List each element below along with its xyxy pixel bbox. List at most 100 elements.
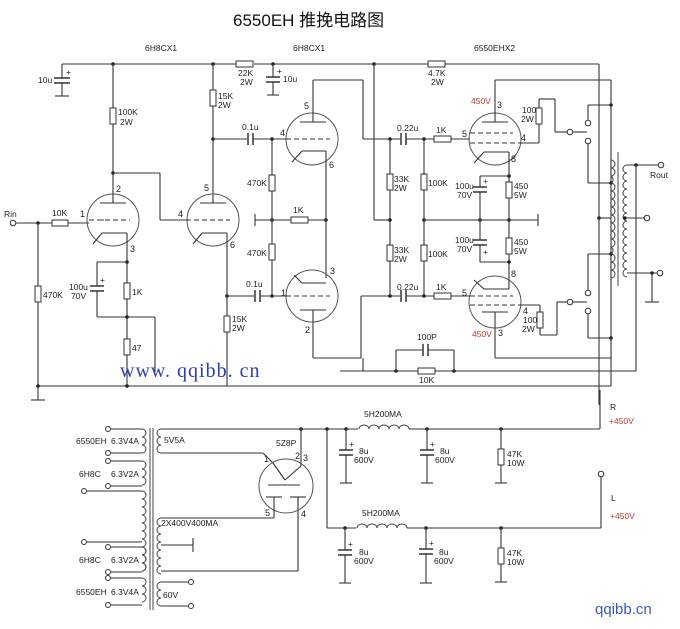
component-label: 6 <box>329 160 334 170</box>
component-label: 5 <box>462 129 467 139</box>
watermark-corner: qqibb.cn <box>595 601 652 618</box>
component-label: 100 <box>523 315 537 325</box>
component-label: 450 <box>514 181 528 191</box>
resistor-4k7: 4.7K 2W <box>427 60 446 87</box>
tube-label-output: 6550EHX2 <box>474 43 515 53</box>
svg-text:+: + <box>66 67 71 77</box>
component-label: 6H8C <box>79 555 101 565</box>
component-label: 8u <box>359 547 369 557</box>
component-label: 6.3V2A <box>111 469 139 479</box>
component-label: 5H200MA <box>364 409 402 419</box>
component-label: 4 <box>523 306 528 316</box>
component-label: 6.3V4A <box>111 587 139 597</box>
component-label: 5 <box>265 508 270 518</box>
component-label: 0.1u <box>242 122 259 132</box>
component-label: 5 <box>204 183 209 193</box>
component-label: 6H8C <box>79 469 101 479</box>
component-label: 3 <box>330 266 335 276</box>
component-label: 100u <box>455 181 474 191</box>
component-label: 5V5A <box>164 435 185 445</box>
component-label: 10u <box>283 74 297 84</box>
component-label: 33K <box>394 174 409 184</box>
component-label: 2W <box>240 77 253 87</box>
component-label: 8 <box>511 269 516 279</box>
capacitor-10u-left: + 10u <box>38 64 71 97</box>
component-label: 600V <box>354 455 374 465</box>
component-label: 5W <box>514 246 527 256</box>
component-label: 10W <box>507 458 524 468</box>
component-label: 100K <box>118 107 138 117</box>
component-label: 1 <box>281 288 286 298</box>
component-label: 4.7K <box>428 68 446 78</box>
component-label: 6.3V4A <box>111 436 139 446</box>
component-label: 450V <box>471 96 491 106</box>
component-label: 470K <box>247 248 267 258</box>
component-label: 5 <box>304 101 309 111</box>
component-label: 1 <box>264 454 269 464</box>
component-label: 8u <box>439 547 449 557</box>
component-label: 10W <box>507 557 524 567</box>
tube-label-stage2: 6H8CX1 <box>293 43 325 53</box>
component-label: 8u <box>359 446 369 456</box>
resistor-15k-top: 15K 2W <box>209 64 233 203</box>
component-label: R <box>610 402 616 412</box>
component-label: 2 <box>116 184 121 194</box>
component-label: 600V <box>435 455 455 465</box>
tube-v1a: 2 1 3 <box>80 173 140 262</box>
component-label: Rin <box>4 209 17 219</box>
component-label: 5Z8P <box>276 438 297 448</box>
component-label: 470K <box>43 290 63 300</box>
component-label: 47 <box>132 343 142 353</box>
component-label: L <box>611 493 616 503</box>
bplus-rail <box>62 62 600 405</box>
component-label: 4 <box>521 133 526 143</box>
tube-v2a: 5 4 6 <box>280 79 364 278</box>
component-label: 5H200MA <box>362 508 400 518</box>
svg-text:+: + <box>277 66 282 76</box>
component-label: 1K <box>132 287 143 297</box>
component-label: 15K <box>232 314 247 324</box>
component-label: 5 <box>462 288 467 298</box>
ground-bus <box>36 384 227 388</box>
component-label: 1 <box>80 209 85 219</box>
power-transformer: 6550EH 6.3V4A 6H8C 6.3V2A 6H8C 6.3V2A 65… <box>76 426 330 610</box>
feedback-network: 100P 10K <box>362 332 456 385</box>
capacitor-01u-top: 0.1u <box>213 122 286 145</box>
component-label: 4 <box>301 509 306 519</box>
component-label: 2W <box>394 183 407 193</box>
component-label: 8 <box>511 154 516 164</box>
diagram-title: 6550EH 推挽电路图 <box>233 11 384 30</box>
component-label: 10K <box>419 375 434 385</box>
coupling-network: 0.22u 1K 33K 2W 33K 2W 100K 100K 0.22u <box>361 64 539 302</box>
component-label: 2X400V400MA <box>161 518 219 528</box>
component-label: 70V <box>457 244 472 254</box>
component-label: 0.1u <box>246 279 263 289</box>
component-label: 3 <box>497 100 502 110</box>
component-label: 100K <box>428 178 448 188</box>
component-label: 3 <box>130 244 135 254</box>
svg-text:+: + <box>429 538 434 548</box>
svg-text:+: + <box>430 439 435 449</box>
watermark-center: www. qqibb. cn <box>120 360 260 382</box>
component-label: 15K <box>218 91 233 101</box>
component-label: 4 <box>280 128 285 138</box>
component-label: 8u <box>440 446 450 456</box>
svg-text:+: + <box>100 275 105 285</box>
svg-text:+: + <box>483 247 488 257</box>
component-label: 6550EH <box>76 436 107 446</box>
capacitor-10u-mid: + 10u <box>266 64 297 96</box>
component-label: 1K <box>436 125 447 135</box>
tube-v1b: 5 4 6 <box>178 183 240 296</box>
component-label: 2W <box>521 114 534 124</box>
component-label: 100u <box>69 282 88 292</box>
component-label: 2W <box>431 77 444 87</box>
component-label: 2 <box>295 451 300 461</box>
component-label: 6.3V2A <box>111 555 139 565</box>
svg-text:+: + <box>349 439 354 449</box>
component-label: +450V <box>609 416 634 426</box>
tube-v2b: 3 1 2 <box>281 266 362 359</box>
grid-divider: 470K 1K 470K <box>247 139 328 298</box>
tube-rectifier: 5Z8P 1 2 3 5 4 <box>258 427 314 519</box>
component-label: 100K <box>428 249 448 259</box>
